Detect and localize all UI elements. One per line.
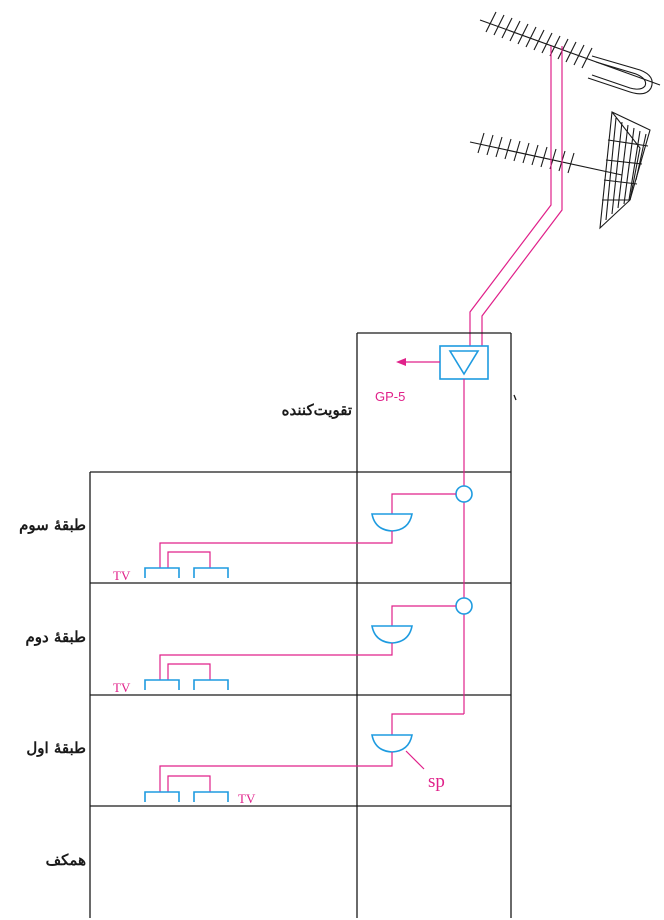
tv-outlet-icon <box>144 791 180 802</box>
sp-leader-line <box>405 750 425 770</box>
gp5-label: GP-5 <box>375 389 405 404</box>
gp5-output <box>396 358 440 366</box>
amplifier-icon <box>448 350 480 376</box>
floor-1-network: sp TV <box>144 713 464 806</box>
tv-label: TV <box>238 791 256 806</box>
floor-label-ground: همکف <box>46 851 86 869</box>
tap-icon <box>455 485 473 503</box>
splitter-icon <box>371 513 413 532</box>
amplifier <box>439 345 489 380</box>
building-outline <box>89 332 517 918</box>
tv-outlet-icon <box>193 791 229 802</box>
amplifier-label: تقویت‌کننده <box>282 401 352 419</box>
antenna-downlead-cables <box>469 46 563 346</box>
arrow-left-icon <box>396 358 406 366</box>
floor-3-network: TV <box>113 485 473 583</box>
floor-2-network: TV <box>113 597 473 695</box>
tap-icon <box>455 597 473 615</box>
tv-outlet-icon <box>193 567 229 578</box>
tv-outlet-icon <box>144 567 180 578</box>
tv-label: TV <box>113 568 131 583</box>
tv-outlet-icon <box>144 679 180 690</box>
tv-outlet-icon <box>193 679 229 690</box>
floor-label-3: طبقهٔ سوم <box>19 516 86 534</box>
tv-label: TV <box>113 680 131 695</box>
yagi-antenna-icon <box>479 11 661 95</box>
floor-label-1: طبقهٔ اول <box>26 739 86 757</box>
grid-antenna-icon <box>469 111 651 230</box>
splitter-icon <box>371 625 413 644</box>
sp-label: sp <box>428 771 445 792</box>
floor-label-2: طبقهٔ دوم <box>25 628 86 646</box>
splitter-icon <box>371 734 413 753</box>
